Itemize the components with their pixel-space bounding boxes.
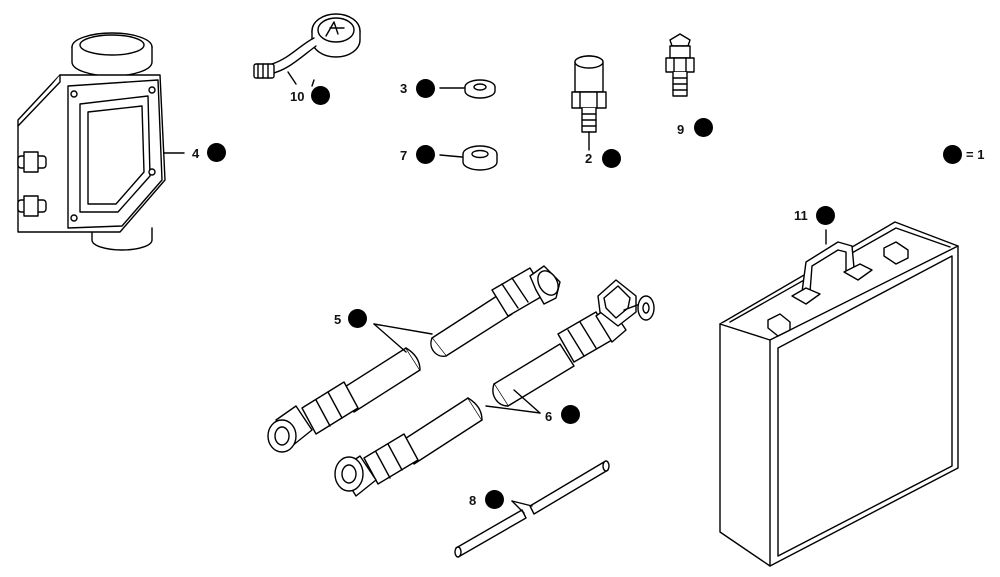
callout-11-dot [816, 206, 835, 225]
callout-10-label: 10 [290, 89, 305, 104]
legend: = 1 [943, 145, 984, 164]
test-fitting [571, 55, 607, 151]
callout-5-dot [348, 309, 367, 328]
callout-6-dot [561, 405, 580, 424]
sealing-ring-3 [439, 79, 496, 99]
callout-6-label: 6 [545, 409, 553, 424]
callout-9-dot [694, 118, 713, 137]
legend-text: = 1 [966, 147, 985, 162]
callout-8-label: 8 [469, 493, 477, 508]
callout-4-dot [207, 143, 226, 162]
callout-5-label: 5 [334, 312, 342, 327]
callout-7-dot [416, 145, 435, 164]
carrying-case [719, 221, 959, 567]
sealing-ring-7 [439, 145, 498, 171]
callout-4-label: 4 [192, 146, 200, 161]
callout-8-dot [485, 490, 504, 509]
callout-10-dot [311, 86, 330, 105]
rod-8 [454, 460, 610, 558]
callout-9-label: 9 [677, 122, 685, 137]
sight-glass-housing [17, 32, 185, 251]
hose-6 [334, 279, 655, 497]
callout-3-label: 3 [400, 81, 408, 96]
adapter-fitting [665, 33, 695, 97]
legend-dot [943, 145, 962, 164]
callout-11-label: 11 [794, 208, 808, 223]
callout-7-label: 7 [400, 148, 408, 163]
leader-10 [311, 79, 315, 87]
pressure-gauge [253, 13, 361, 85]
hose-5 [267, 265, 561, 453]
callout-3-dot [416, 79, 435, 98]
callout-2-dot [602, 149, 621, 168]
callout-2-label: 2 [585, 151, 593, 166]
